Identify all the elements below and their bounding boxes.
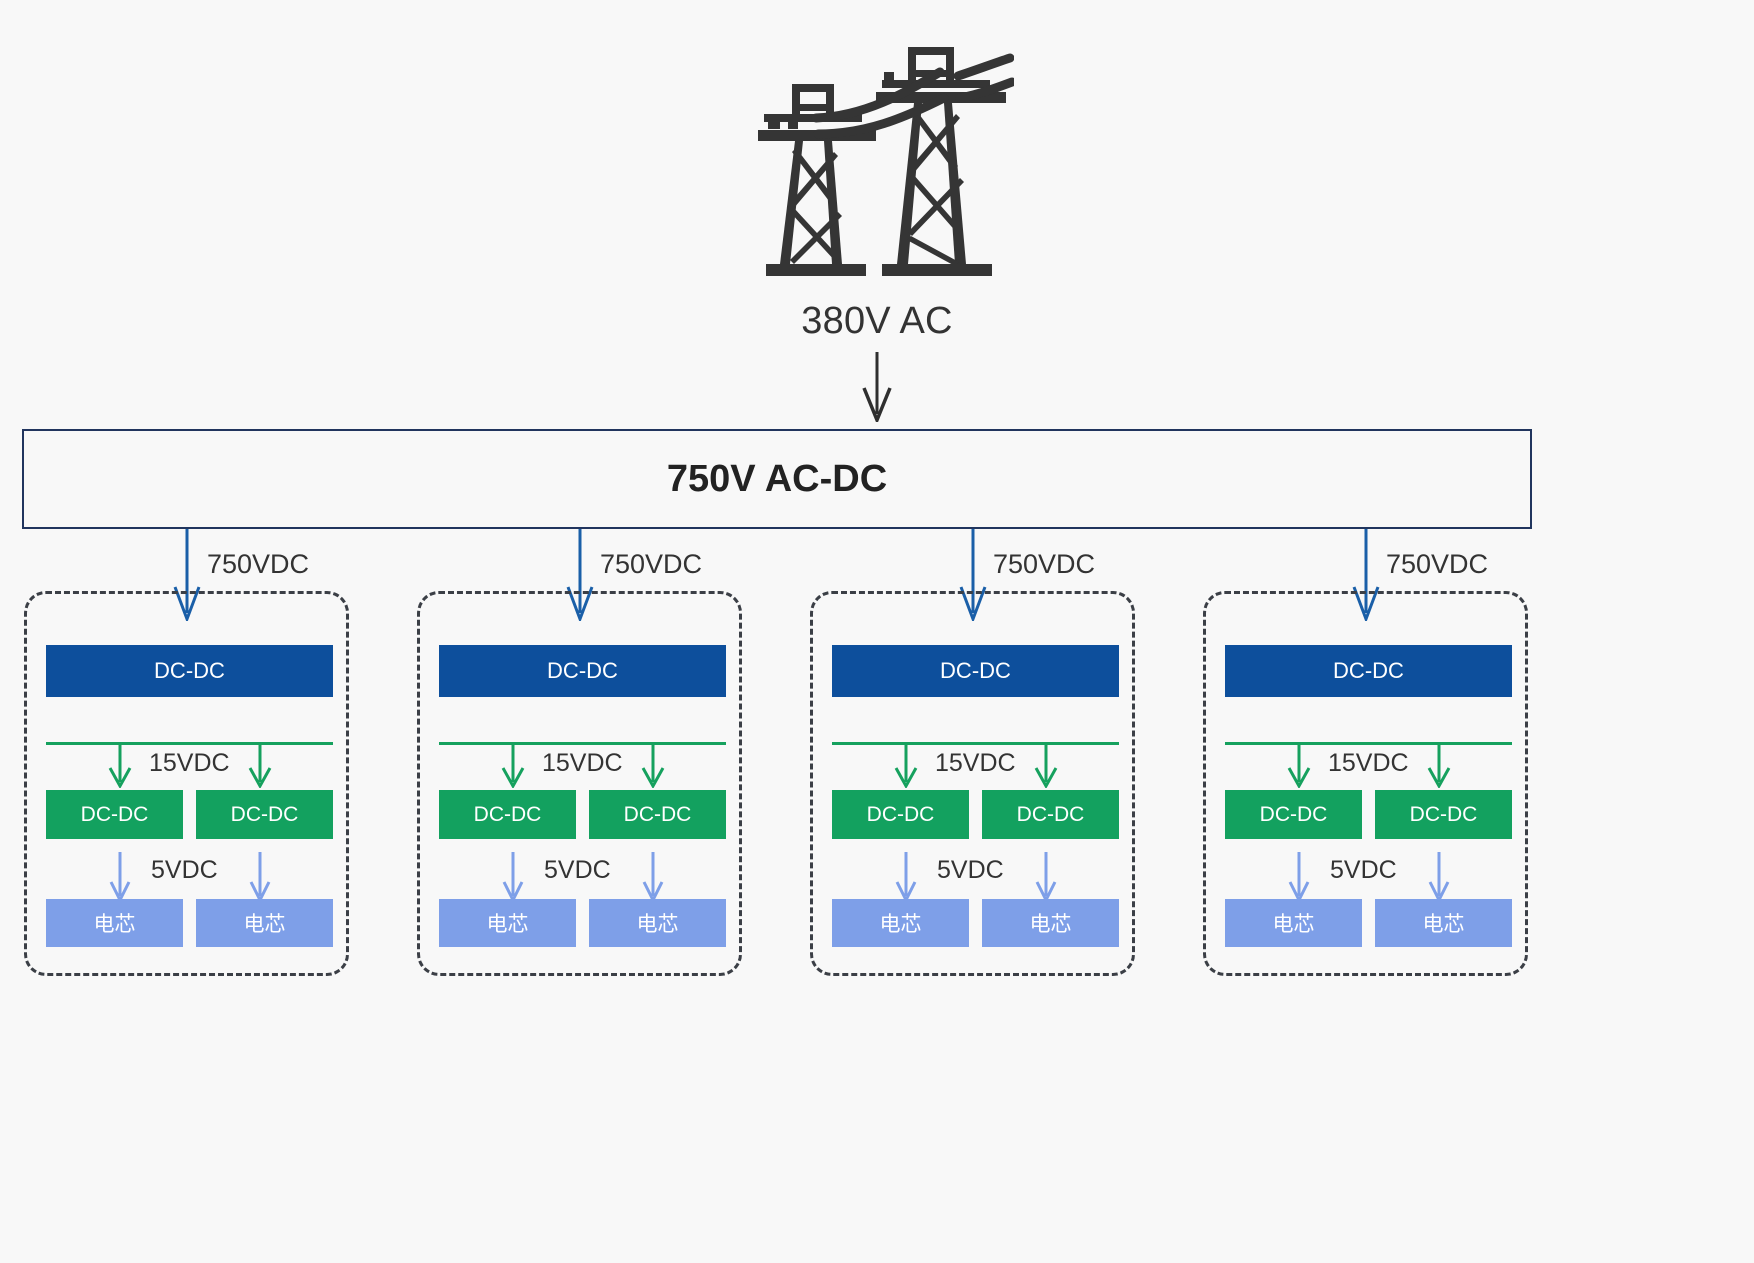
bus-arrow-2b-icon — [639, 742, 667, 790]
module-group-2: DC-DC 15VDC DC-DC DC-DC — [417, 591, 742, 976]
secondary-dcdc-4b: DC-DC — [1375, 790, 1512, 839]
branch-voltage-label-2: 750VDC — [600, 549, 703, 579]
bus-arrow-4b-icon — [1425, 742, 1453, 790]
secondary-dcdc-1a: DC-DC — [46, 790, 183, 839]
bus-line-4 — [1225, 742, 1512, 745]
bus-line-1 — [46, 742, 333, 745]
branch-arrow-4-icon — [1349, 529, 1383, 624]
bus-arrow-3b-icon — [1032, 742, 1060, 790]
cell-arrow-3a-icon — [893, 852, 919, 904]
cell-voltage-label-3: 5VDC — [937, 856, 1004, 884]
branch-voltage-label-1: 750VDC — [207, 549, 310, 579]
branch-arrow-3-icon — [956, 529, 990, 624]
primary-dcdc-4: DC-DC — [1225, 645, 1512, 697]
cell-arrow-1b-icon — [247, 852, 273, 904]
branch-arrow-2-icon — [563, 529, 597, 624]
secondary-dcdc-4a: DC-DC — [1225, 790, 1362, 839]
battery-cell-4a: 电芯 — [1225, 899, 1362, 947]
module-group-1: DC-DC 15VDC DC-DC DC-DC — [24, 591, 349, 976]
primary-dcdc-2: DC-DC — [439, 645, 726, 697]
battery-cell-2b: 电芯 — [589, 899, 726, 947]
ac-dc-converter-label: 750V AC-DC — [666, 457, 888, 500]
bus-line-3 — [832, 742, 1119, 745]
cell-voltage-label-4: 5VDC — [1330, 856, 1397, 884]
primary-dcdc-1: DC-DC — [46, 645, 333, 697]
ac-dc-converter-box: 750V AC-DC — [22, 429, 1532, 529]
cell-arrow-1a-icon — [107, 852, 133, 904]
branch-voltage-label-3: 750VDC — [993, 549, 1096, 579]
bus-voltage-label-4: 15VDC — [1328, 749, 1409, 777]
bus-arrow-1a-icon — [106, 742, 134, 790]
battery-cell-3b: 电芯 — [982, 899, 1119, 947]
battery-cell-1a: 电芯 — [46, 899, 183, 947]
cell-arrow-4b-icon — [1426, 852, 1452, 904]
bus-arrow-4a-icon — [1285, 742, 1313, 790]
cell-arrow-4a-icon — [1286, 852, 1312, 904]
battery-cell-1b: 电芯 — [196, 899, 333, 947]
battery-cell-4b: 电芯 — [1375, 899, 1512, 947]
bus-arrow-3a-icon — [892, 742, 920, 790]
secondary-dcdc-2a: DC-DC — [439, 790, 576, 839]
bus-voltage-label-2: 15VDC — [542, 749, 623, 777]
module-group-3: DC-DC 15VDC DC-DC DC-DC — [810, 591, 1135, 976]
bus-line-2 — [439, 742, 726, 745]
bus-arrow-2a-icon — [499, 742, 527, 790]
module-group-4: DC-DC 15VDC DC-DC DC-DC — [1203, 591, 1528, 976]
cell-arrow-2a-icon — [500, 852, 526, 904]
bus-voltage-label-1: 15VDC — [149, 749, 230, 777]
secondary-dcdc-2b: DC-DC — [589, 790, 726, 839]
source-voltage-label: 380V AC — [801, 300, 953, 342]
secondary-dcdc-1b: DC-DC — [196, 790, 333, 839]
primary-dcdc-3: DC-DC — [832, 645, 1119, 697]
bus-arrow-1b-icon — [246, 742, 274, 790]
secondary-dcdc-3b: DC-DC — [982, 790, 1119, 839]
battery-cell-3a: 电芯 — [832, 899, 969, 947]
secondary-dcdc-3a: DC-DC — [832, 790, 969, 839]
battery-cell-2a: 电芯 — [439, 899, 576, 947]
power-transmission-tower-icon — [754, 42, 1014, 290]
cell-arrow-3b-icon — [1033, 852, 1059, 904]
cell-voltage-label-2: 5VDC — [544, 856, 611, 884]
main-flow-arrow-icon — [857, 352, 897, 425]
branch-voltage-label-4: 750VDC — [1386, 549, 1489, 579]
branch-arrow-1-icon — [170, 529, 204, 624]
bus-voltage-label-3: 15VDC — [935, 749, 1016, 777]
cell-voltage-label-1: 5VDC — [151, 856, 218, 884]
cell-arrow-2b-icon — [640, 852, 666, 904]
